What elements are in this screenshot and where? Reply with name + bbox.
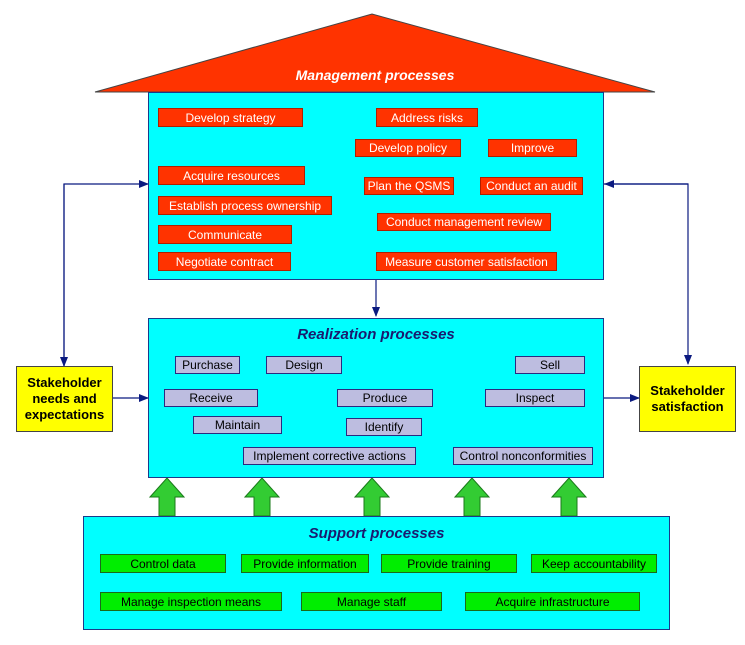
maintain-box[interactable]: Maintain [193,416,282,434]
acquire-infrastructure-box[interactable]: Acquire infrastructure [465,592,640,611]
stakeholder-satisfaction-box[interactable]: Stakeholder satisfaction [639,366,736,432]
implement-corrective-box[interactable]: Implement corrective actions [243,447,416,465]
conduct-review-box[interactable]: Conduct management review [377,213,551,231]
plan-qsms-box[interactable]: Plan the QSMS [364,177,454,195]
support-arrow-2 [243,477,281,517]
support-arrow-3 [353,477,391,517]
negotiate-contract-box[interactable]: Negotiate contract [158,252,291,271]
support-arrow-1 [148,477,186,517]
support-title: Support processes [308,525,445,542]
support-arrow-5 [550,477,588,517]
measure-satisfaction-box[interactable]: Measure customer satisfaction [376,252,557,271]
improve-box[interactable]: Improve [488,139,577,157]
develop-strategy-box[interactable]: Develop strategy [158,108,303,127]
receive-box[interactable]: Receive [164,389,258,407]
manage-staff-box[interactable]: Manage staff [301,592,442,611]
realization-title: Realization processes [297,326,455,343]
purchase-box[interactable]: Purchase [175,356,240,374]
design-box[interactable]: Design [266,356,342,374]
provide-information-box[interactable]: Provide information [241,554,369,573]
control-data-box[interactable]: Control data [100,554,226,573]
inspect-box[interactable]: Inspect [485,389,585,407]
identify-box[interactable]: Identify [346,418,422,436]
develop-policy-box[interactable]: Develop policy [355,139,461,157]
establish-ownership-box[interactable]: Establish process ownership [158,196,332,215]
management-title: Management processes [295,67,455,83]
stakeholder-needs-box[interactable]: Stakeholder needs and expectations [16,366,113,432]
manage-inspection-box[interactable]: Manage inspection means [100,592,282,611]
keep-accountability-box[interactable]: Keep accountability [531,554,657,573]
support-frame [83,516,670,630]
arrow-management-to-satisfaction [603,183,692,365]
acquire-resources-box[interactable]: Acquire resources [158,166,305,185]
produce-box[interactable]: Produce [337,389,433,407]
sell-box[interactable]: Sell [515,356,585,374]
conduct-audit-box[interactable]: Conduct an audit [480,177,583,195]
control-nonconformities-box[interactable]: Control nonconformities [453,447,593,465]
provide-training-box[interactable]: Provide training [381,554,517,573]
arrow-needs-to-management [63,180,149,366]
address-risks-box[interactable]: Address risks [376,108,478,127]
communicate-box[interactable]: Communicate [158,225,292,244]
support-arrow-4 [453,477,491,517]
